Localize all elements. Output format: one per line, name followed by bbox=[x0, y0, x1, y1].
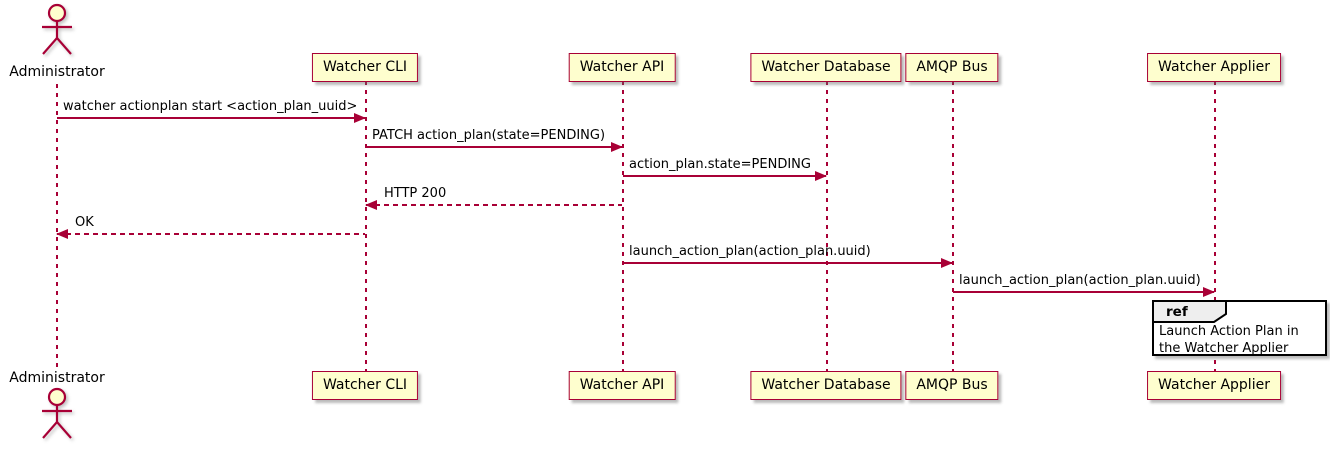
participant-watcher-applier-bottom: Watcher Applier bbox=[1147, 371, 1281, 401]
actor-icon-bottom bbox=[42, 387, 72, 439]
arrowhead-icon bbox=[815, 170, 827, 181]
lifeline-watcher-cli bbox=[365, 81, 367, 371]
message-3-label: action_plan.state=PENDING bbox=[629, 157, 811, 172]
actor-label-bottom: Administrator bbox=[9, 370, 105, 386]
message-5-label: OK bbox=[75, 215, 94, 230]
arrowhead-icon bbox=[365, 199, 377, 210]
participant-watcher-applier: Watcher Applier bbox=[1147, 53, 1281, 83]
message-1-line bbox=[57, 117, 365, 119]
ref-keyword: ref bbox=[1166, 304, 1188, 320]
arrowhead-icon bbox=[1203, 286, 1215, 297]
message-7-label: launch_action_plan(action_plan.uuid) bbox=[959, 273, 1201, 288]
message-3-line bbox=[623, 175, 826, 177]
message-2-label: PATCH action_plan(state=PENDING) bbox=[372, 128, 606, 143]
lifeline-watcher-api bbox=[622, 81, 624, 371]
message-4-line bbox=[366, 204, 622, 206]
message-7-line bbox=[953, 291, 1214, 293]
message-6-label: launch_action_plan(action_plan.uuid) bbox=[629, 244, 871, 259]
lifeline-amqp-bus bbox=[952, 81, 954, 371]
arrowhead-icon bbox=[56, 228, 68, 239]
arrowhead-icon bbox=[941, 257, 953, 268]
message-6-line bbox=[623, 262, 952, 264]
message-2-line bbox=[366, 146, 622, 148]
participant-watcher-api-bottom: Watcher API bbox=[568, 371, 676, 401]
ref-fragment: ref Launch Action Plan in the Watcher Ap… bbox=[1152, 300, 1327, 356]
message-5-line bbox=[57, 233, 365, 235]
participant-watcher-cli: Watcher CLI bbox=[311, 53, 419, 83]
arrowhead-icon bbox=[354, 112, 366, 123]
ref-fragment-text: Launch Action Plan in the Watcher Applie… bbox=[1159, 324, 1299, 356]
actor-label: Administrator bbox=[9, 64, 105, 80]
lifeline-watcher-database bbox=[826, 81, 828, 371]
ref-fragment-header: ref bbox=[1152, 300, 1227, 323]
lifeline-administrator bbox=[56, 84, 58, 370]
participant-amqp-bus-bottom: AMQP Bus bbox=[905, 371, 999, 401]
participant-watcher-database: Watcher Database bbox=[750, 53, 902, 83]
participant-watcher-cli-bottom: Watcher CLI bbox=[311, 371, 419, 401]
lifeline-watcher-applier bbox=[1214, 81, 1216, 371]
message-1-label: watcher actionplan start <action_plan_uu… bbox=[63, 99, 358, 114]
actor-icon bbox=[42, 3, 72, 55]
arrowhead-icon bbox=[611, 141, 623, 152]
participant-watcher-database-bottom: Watcher Database bbox=[750, 371, 902, 401]
participant-amqp-bus: AMQP Bus bbox=[905, 53, 999, 83]
participant-watcher-api: Watcher API bbox=[568, 53, 676, 83]
message-4-label: HTTP 200 bbox=[384, 186, 447, 201]
